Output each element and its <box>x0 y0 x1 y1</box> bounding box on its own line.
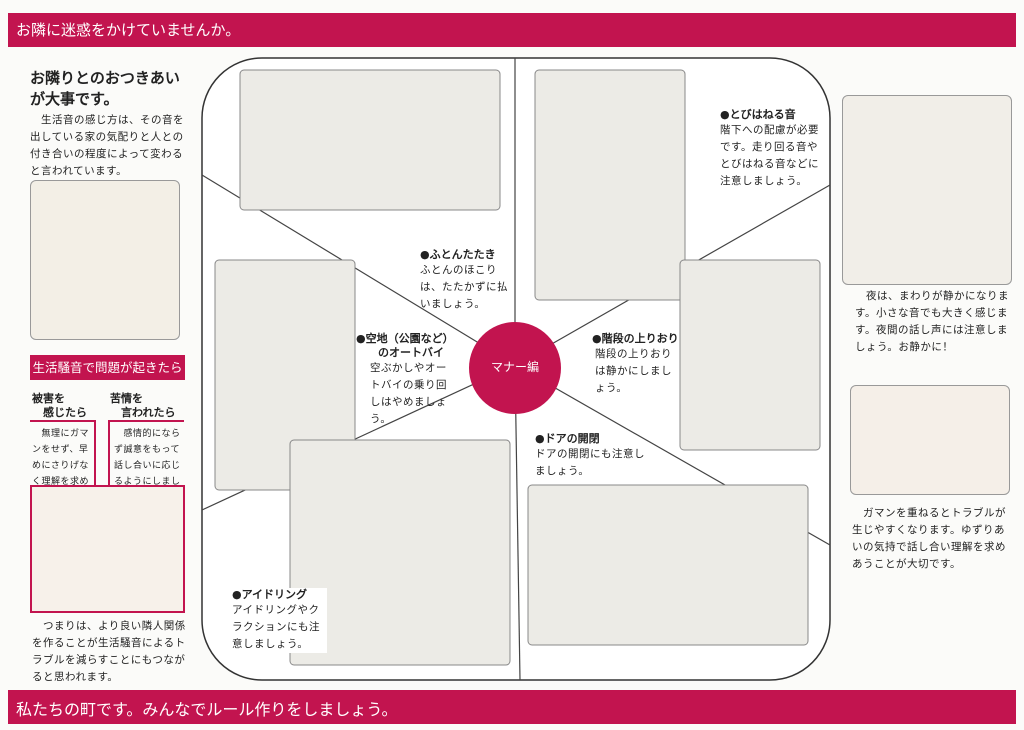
conclusion-text: つまりは、より良い隣人関係を作ることが生活騒音によるトラブルを減らすことにもつな… <box>32 620 186 683</box>
discussion-illustration <box>30 485 185 613</box>
left-heading: お隣りとのおつきあい が大事です。 <box>30 68 200 110</box>
motorbike-illustration <box>214 259 356 491</box>
bottom-banner: 私たちの町です。みんなでルール作りをしましょう。 <box>8 690 1016 724</box>
section-idling: ●アイドリング アイドリングやクラクションにも注意しましょう。 <box>232 588 327 653</box>
patience-text: ガマンを重ねるとトラブルが生じやすくなります。ゆずりあいの気持で話し合い理解を求… <box>852 507 1006 570</box>
center-circle <box>469 322 561 414</box>
futon-illustration <box>239 69 501 211</box>
section-title: ●空地（公園など） のオートバイ <box>356 332 454 359</box>
sleeping-child-illustration <box>842 95 1012 285</box>
section-stairs: ●階段の上りおり 階段の上りおりは静かにしましょう。 <box>592 332 679 397</box>
section-jumping: ●とびはねる音 階下への配慮が必要です。走り回る音やとびはねる音などに注意しまし… <box>720 108 820 190</box>
section-futon: ●ふとんたたき ふとんのほこりは、たたかずに払いましょう。 <box>420 248 515 313</box>
section-text: ふとんのほこりは、たたかずに払いましょう。 <box>420 264 508 310</box>
doors-illustration <box>527 484 809 646</box>
complaint-title: 苦情を 言われたら <box>110 392 176 419</box>
jumping-illustration <box>534 69 686 301</box>
section-door: ●ドアの開閉 ドアの開閉にも注意しましょう。 <box>535 432 650 480</box>
center-label: マナー編 <box>490 360 539 374</box>
problem-header: 生活騒音で問題が起きたら <box>30 355 185 380</box>
section-title: ●とびはねる音 <box>720 108 796 121</box>
neighbors-talking-illustration <box>30 180 180 340</box>
illustrations <box>214 69 821 666</box>
heading-line-1: お隣りとのおつきあい <box>30 69 180 87</box>
victim-title: 被害を 感じたら <box>32 392 87 419</box>
section-title: ●アイドリング <box>232 588 308 601</box>
section-title: ●ふとんたたき <box>420 248 496 261</box>
section-text: 階段の上りおりは静かにしましょう。 <box>595 348 672 394</box>
section-text: アイドリングやクラクションにも注意しましょう。 <box>232 604 320 650</box>
section-title: ●ドアの開閉 <box>535 432 600 445</box>
section-title: ●階段の上りおり <box>592 332 679 345</box>
section-text: 階下への配慮が必要です。走り回る音やとびはねる音などに注意しましょう。 <box>720 124 819 187</box>
car-idling-illustration <box>289 439 511 666</box>
night-text: 夜は、まわりが静かになります。小さな音でも大きく感じます。夜間の話し声には注意し… <box>855 290 1009 353</box>
rocking-horse-illustration <box>850 385 1010 495</box>
heading-line-2: が大事です。 <box>30 90 119 108</box>
top-banner: お隣に迷惑をかけていませんか。 <box>8 13 1016 47</box>
intro-text: 生活音の感じ方は、その音を出している家の気配りと人との付き合いの程度によって変わ… <box>30 114 184 177</box>
stairs-illustration <box>679 259 821 451</box>
section-text: ドアの開閉にも注意しましょう。 <box>535 448 645 477</box>
section-motorbike: ●空地（公園など） のオートバイ 空ぶかしやオートバイの乗り回しはやめましょう。 <box>356 332 454 428</box>
section-text: 空ぶかしやオートバイの乗り回しはやめましょう。 <box>370 362 447 425</box>
